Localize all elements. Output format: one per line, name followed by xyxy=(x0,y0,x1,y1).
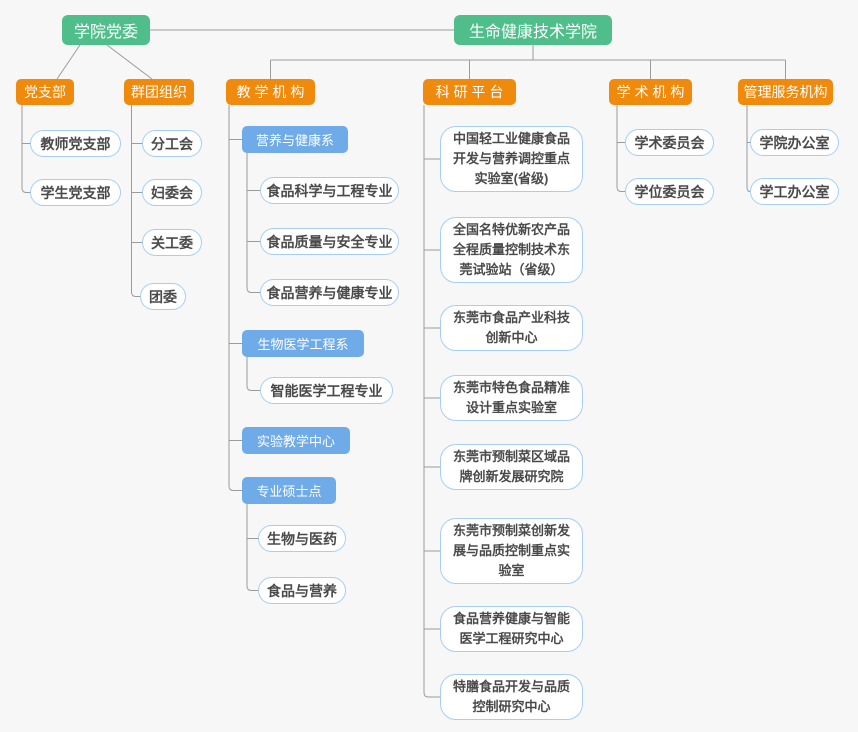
committee-academic: 学术委员会 xyxy=(625,129,714,156)
dept-experimental-teaching-center: 实验教学中心 xyxy=(242,427,350,454)
branch-academic-institutions: 学 术 机 构 xyxy=(609,79,692,105)
masters-food-nutrition: 食品与营养 xyxy=(258,577,346,604)
leaf-labor-union: 分工会 xyxy=(142,130,202,157)
node-college: 生命健康技术学院 xyxy=(454,15,612,45)
lab-food-nutrition-intelligent-medical-center: 食品营养健康与智能 医学工程研究中心 xyxy=(440,606,583,652)
leaf-teacher-party-branch: 教师党支部 xyxy=(30,130,121,157)
leaf-youth-league: 团委 xyxy=(140,283,186,310)
major-food-nutrition-health: 食品营养与健康专业 xyxy=(260,279,399,306)
node-college-party-committee: 学院党委 xyxy=(62,15,150,45)
committee-degree: 学位委员会 xyxy=(625,178,714,205)
major-intelligent-medical-engineering: 智能医学工程专业 xyxy=(260,377,393,404)
lab-dongguan-food-industry-center: 东莞市食品产业科技 创新中心 xyxy=(440,305,583,351)
lab-dongguan-prepared-dish-institute: 东莞市预制菜区域品 牌创新发展研究院 xyxy=(440,444,583,490)
major-food-science-engineering: 食品科学与工程专业 xyxy=(260,177,399,204)
lab-china-light-industry-key-lab: 中国轻工业健康食品 开发与营养调控重点 实验室(省级) xyxy=(440,126,583,192)
leaf-student-party-branch: 学生党支部 xyxy=(30,179,121,206)
office-college: 学院办公室 xyxy=(750,129,839,156)
branch-admin-service-institutions: 管理服务机构 xyxy=(738,79,833,105)
leaf-women-committee: 妇委会 xyxy=(142,179,202,206)
leaf-care-committee: 关工委 xyxy=(142,229,202,256)
branch-teaching-institutions: 教 学 机 构 xyxy=(226,79,315,105)
major-food-quality-safety: 食品质量与安全专业 xyxy=(260,228,399,255)
lab-national-agri-products-station: 全国名特优新农产品 全程质量控制技术东 莞试验站（省级） xyxy=(440,217,583,283)
dept-biomedical-engineering: 生物医学工程系 xyxy=(242,330,364,357)
lab-dongguan-prepared-dish-key-lab: 东莞市预制菜创新发 展与品质控制重点实 验室 xyxy=(440,518,583,584)
lab-dongguan-featured-food-lab: 东莞市特色食品精准 设计重点实验室 xyxy=(440,375,583,421)
lab-special-diet-food-center: 特膳食品开发与品质 控制研究中心 xyxy=(440,674,583,720)
masters-biology-medicine: 生物与医药 xyxy=(258,525,346,552)
dept-nutrition-health: 营养与健康系 xyxy=(242,126,348,153)
dept-professional-masters: 专业硕士点 xyxy=(242,477,336,504)
branch-mass-organizations: 群团组织 xyxy=(124,79,194,105)
branch-party-branch: 党支部 xyxy=(16,79,74,105)
branch-research-platforms: 科 研 平 台 xyxy=(423,79,516,105)
office-student-affairs: 学工办公室 xyxy=(750,178,839,205)
